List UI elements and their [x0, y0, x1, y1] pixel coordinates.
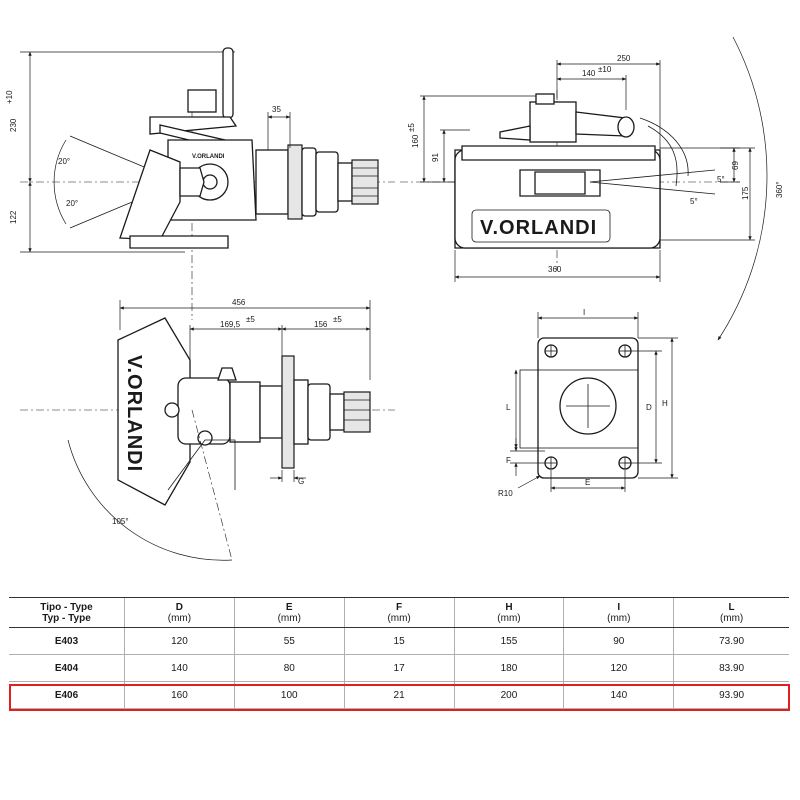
svg-text:122: 122 — [9, 210, 18, 224]
header-e-name: E — [285, 601, 293, 613]
cell-h: 180 — [453, 654, 564, 682]
header-f-name: F — [396, 601, 403, 613]
svg-text:+10: +10 — [5, 90, 14, 104]
header-e-unit: (mm) — [277, 612, 301, 624]
plate-label-l: L — [506, 403, 511, 412]
row-type: E404 — [9, 654, 125, 682]
plate-label-d: D — [646, 403, 652, 412]
cell-f: 17 — [343, 654, 455, 682]
table-row: E404 140 80 17 180 120 83.90 — [9, 654, 789, 682]
header-d: D(mm) — [124, 597, 235, 628]
rear-dim-partial-tol: ±10 — [598, 65, 612, 74]
rear-brand: V.ORLANDI — [480, 217, 597, 239]
plate-label-e: E — [585, 478, 590, 487]
header-d-unit: (mm) — [167, 612, 192, 624]
svg-text:230: 230 — [9, 118, 18, 132]
cell-i: 140 — [563, 681, 674, 709]
cell-l: 83.90 — [673, 654, 789, 682]
side-angle-down: 20° — [66, 199, 78, 208]
header-i: I(mm) — [563, 597, 674, 628]
top-dim-total: 456 — [232, 298, 246, 307]
header-type-line1: Tipo - Type — [40, 601, 93, 613]
cell-f: 21 — [343, 681, 455, 709]
cell-e: 80 — [233, 654, 345, 682]
header-l-name: L — [728, 601, 735, 613]
cell-l: 73.90 — [673, 627, 789, 655]
row-type: E403 — [9, 627, 125, 655]
cell-d: 120 — [124, 627, 235, 655]
top-label-g: G — [298, 477, 304, 486]
cell-i: 90 — [563, 627, 674, 655]
side-angle-up: 20° — [58, 157, 70, 166]
rear-view: 360° 250 140 ±10 160 ±5 91 V.ORLANDI — [400, 36, 784, 341]
plate-label-f: F — [506, 456, 511, 465]
technical-drawing: 230 +10 122 20° 20° V.ORLANDI — [5, 36, 784, 561]
table-row: E403 120 55 15 155 90 73.90 — [9, 627, 789, 655]
side-dim-top-tol: +10 — [5, 90, 14, 104]
side-dim-bottom: 122 — [9, 210, 18, 224]
top-dim-a-tol: ±5 — [246, 315, 255, 324]
plate-label-i: I — [583, 308, 585, 317]
side-dim-width: 35 — [272, 105, 281, 114]
header-type: Tipo - Type Typ - Type — [9, 597, 125, 628]
plate-radius: R10 — [498, 489, 513, 498]
plate-label-h: H — [662, 399, 668, 408]
cell-f: 15 — [343, 627, 455, 655]
top-dim-a: 169,5 — [220, 320, 241, 329]
header-h-name: H — [505, 601, 513, 613]
cell-h: 200 — [453, 681, 564, 709]
rear-angle-2: 5° — [690, 197, 698, 206]
header-i-unit: (mm) — [607, 612, 631, 624]
rear-angle-1: 5° — [717, 175, 725, 184]
top-dim-b-tol: ±5 — [333, 315, 342, 324]
header-type-line2: Typ - Type — [42, 612, 91, 624]
rear-dim-partial: 140 — [582, 69, 596, 78]
rear-rotation: 360° — [775, 181, 784, 198]
header-l-unit: (mm) — [719, 612, 744, 624]
rear-dim-h1-tol: ±5 — [407, 123, 416, 132]
rear-dim-right1: 69 — [731, 161, 740, 170]
cell-d: 160 — [124, 681, 235, 709]
header-f-unit: (mm) — [387, 612, 411, 624]
header-e: E(mm) — [233, 597, 345, 628]
table-row-highlighted: E406 160 100 21 200 140 93.90 — [9, 681, 789, 709]
header-f: F(mm) — [343, 597, 455, 628]
top-view: 456 169,5 ±5 156 ±5 V.ORLANDI G — [20, 298, 395, 561]
rear-dim-right2: 175 — [741, 186, 750, 200]
side-view: 230 +10 122 20° 20° V.ORLANDI — [5, 47, 395, 320]
row-type: E406 — [9, 681, 125, 709]
header-i-name: I — [617, 601, 621, 613]
cell-i: 120 — [563, 654, 674, 682]
header-h-unit: (mm) — [497, 612, 521, 624]
cell-e: 55 — [233, 627, 345, 655]
plate-view: I L D H F E R10 — [498, 308, 678, 498]
rear-dim-h1: 160 — [411, 134, 420, 148]
rear-dim-total: 250 — [617, 54, 631, 63]
header-d-name: D — [175, 601, 184, 613]
cell-l: 93.90 — [673, 681, 789, 709]
rear-dim-h2: 91 — [431, 153, 440, 162]
rear-dim-base: 360 — [548, 265, 562, 274]
side-dim-top: 230 — [9, 118, 18, 132]
top-brand: V.ORLANDI — [123, 355, 145, 472]
top-dim-b: 156 — [314, 320, 328, 329]
cell-h: 155 — [453, 627, 564, 655]
cell-d: 140 — [124, 654, 235, 682]
top-angle: 105° — [112, 517, 129, 526]
header-h: H(mm) — [453, 597, 564, 628]
side-brand-small: V.ORLANDI — [192, 154, 225, 160]
spec-table: Tipo - Type Typ - Type D(mm) E(mm) F(mm)… — [9, 597, 789, 709]
table-header-row: Tipo - Type Typ - Type D(mm) E(mm) F(mm)… — [9, 597, 789, 628]
cell-e: 100 — [233, 681, 345, 709]
header-l: L(mm) — [673, 597, 789, 628]
